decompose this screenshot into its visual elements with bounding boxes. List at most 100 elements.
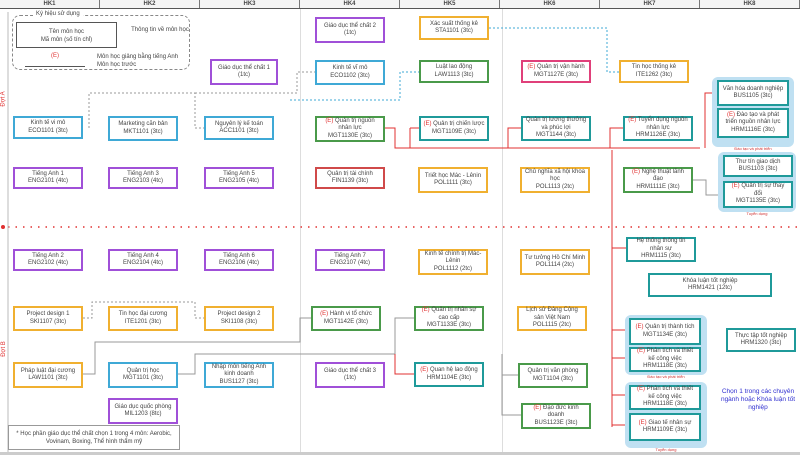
course-code: ENG2102 (4tc) <box>27 260 69 266</box>
course-title: Nhập môn tiếng Anh kinh doanh <box>211 363 267 378</box>
course-name: Kinh tế chính trị Mác-Lênin <box>422 251 484 266</box>
course-name: Chủ nghĩa xã hội khoa học <box>524 169 586 184</box>
course-name: Tiếng Anh 4 <box>112 253 174 261</box>
course-code: MGT1135E (3tc) <box>736 198 780 205</box>
course-title: Văn hóa doanh nghiệp <box>722 85 784 92</box>
prereq-arrow <box>489 27 619 73</box>
course-name: (E) Quản trị sự thay đổi <box>727 183 789 198</box>
course-title: Tiếng Anh 1 <box>32 170 64 177</box>
legend-english-desc: Môn học giảng bằng tiếng Anh <box>97 54 179 60</box>
course-name: (E) Hành vi tổ chức <box>315 311 377 319</box>
course-name: (E) Giao tế nhân sự <box>633 420 697 428</box>
course-code: BUS1105 (3tc) <box>733 93 773 99</box>
course-title: Kinh tế chính trị Mác-Lênin <box>424 250 482 265</box>
course-title: Quản trị tài chính <box>327 170 373 177</box>
course-title: Thực tập tốt nghiệp <box>734 332 788 339</box>
course-title: Nghệ thuật lãnh đạo <box>641 168 685 183</box>
phase-a-label: Đợt A <box>0 91 7 107</box>
course-name: (E) Quản trị nhân sự cao cấp <box>418 307 480 322</box>
legend-arrow-icon <box>25 66 85 67</box>
course-code: HRM1111E (3tc) <box>636 183 680 190</box>
course-name: Thư tín giao dịch <box>727 159 789 167</box>
course-name: (E) Quan hệ lao động <box>418 367 480 375</box>
course-title: Triết học Mác - Lênin <box>424 172 482 179</box>
course-code: HRM1421 (12tc) <box>687 285 732 291</box>
column-divider <box>300 9 301 455</box>
semester-hk2: HK2 <box>100 0 200 8</box>
course-code: BUS1123E (3tc) <box>534 419 578 426</box>
course-title: Tin học thống kê <box>631 64 677 70</box>
course-box[interactable]: Giáo dục thể chất 3(1tc) <box>315 362 385 388</box>
course-code: ITE1262 (3tc) <box>635 71 673 78</box>
prereq-arrow <box>501 375 521 416</box>
course-code: ITE1201 (3tc) <box>124 318 162 325</box>
course-title: Chủ nghĩa xã hội khoa học <box>524 168 586 183</box>
course-code: HRM1126E (3tc) <box>635 132 681 139</box>
column-divider <box>502 9 503 455</box>
course-name: Project design 1 <box>17 311 79 319</box>
course-code: ENG2107 (4tc) <box>329 260 371 266</box>
course-box[interactable]: Giáo dục thể chất 2(1tc) <box>315 17 385 43</box>
course-name: (E) Nghệ thuật lãnh đạo <box>627 169 689 184</box>
legend-title: Ký hiệu sử dụng <box>33 11 83 17</box>
english-marker: (E) <box>726 111 735 118</box>
course-title: Pháp luật đại cương <box>20 367 76 374</box>
course-name: (E) Quản trị thành tích <box>633 324 697 332</box>
course-box[interactable]: Giáo dục thể chất 1(1tc) <box>210 59 278 85</box>
course-name: Tin học thống kê <box>623 64 685 72</box>
course-title: Đào tạo và phát triển nguồn nhân lực <box>725 111 781 126</box>
legend: Ký hiệu sử dụng Tên môn học Mã môn (số t… <box>12 11 190 70</box>
course-box[interactable]: (E) Đào tạo và phát triển nguồn nhân lực… <box>717 108 789 138</box>
course-name: Tư tưởng Hồ Chí Minh <box>524 255 586 263</box>
